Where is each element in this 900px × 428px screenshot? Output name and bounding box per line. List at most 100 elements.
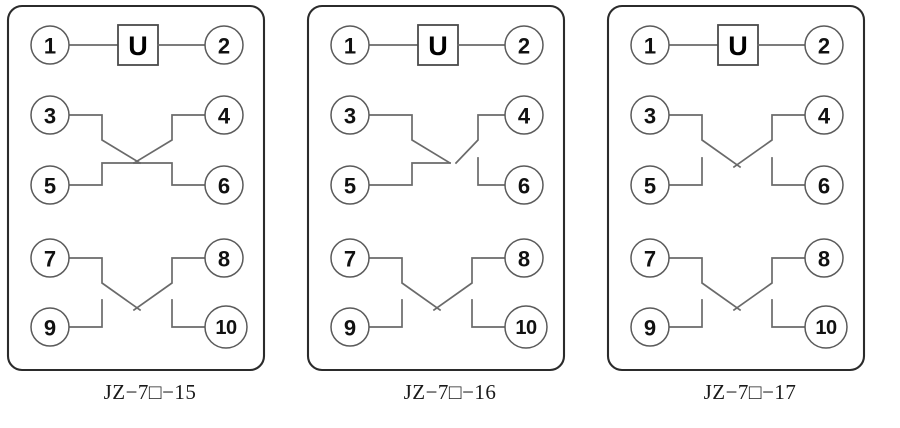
terminal-4-label: 4	[218, 104, 231, 129]
terminal-7-label: 7	[344, 247, 356, 272]
terminal-1-label: 1	[644, 34, 656, 59]
terminal-3-circle	[330, 95, 370, 135]
terminal-4[interactable]: 4	[804, 95, 844, 135]
terminal-2[interactable]: 2	[804, 25, 844, 65]
terminal-7-circle	[630, 238, 670, 278]
contact-upper-left-base	[67, 162, 141, 186]
contact-lower-left-base	[67, 299, 103, 328]
terminal-10[interactable]: 10	[504, 305, 548, 349]
relay-panel-3: U 1 2 3	[600, 0, 900, 428]
terminal-4-label: 4	[518, 104, 531, 129]
contact-upper-right-blade	[732, 114, 807, 169]
terminal-3-circle	[630, 95, 670, 135]
terminal-7[interactable]: 7	[30, 238, 70, 278]
terminal-1-circle	[330, 25, 370, 65]
terminal-9-circle	[330, 307, 370, 347]
terminal-4-circle	[804, 95, 844, 135]
terminal-8-circle	[204, 238, 244, 278]
terminal-7[interactable]: 7	[630, 238, 670, 278]
terminal-3[interactable]: 3	[330, 95, 370, 135]
terminal-4-circle	[504, 95, 544, 135]
terminal-8[interactable]: 8	[504, 238, 544, 278]
terminal-7[interactable]: 7	[330, 238, 370, 278]
contact-lower-left-base	[367, 299, 403, 328]
terminal-7-circle	[330, 238, 370, 278]
terminal-8-circle	[804, 238, 844, 278]
terminal-8[interactable]: 8	[204, 238, 244, 278]
relay-panel-2: U 1 2 3	[300, 0, 600, 428]
terminal-10-label: 10	[215, 317, 237, 339]
terminal-2-label: 2	[818, 34, 830, 59]
contact-upper-right-blade	[454, 114, 507, 165]
terminal-6-label: 6	[518, 174, 530, 199]
coil-box	[417, 24, 459, 66]
contact-upper-right-base	[477, 157, 507, 186]
terminal-10-circle	[504, 305, 548, 349]
terminal-3[interactable]: 3	[30, 95, 70, 135]
terminal-9-circle	[30, 307, 70, 347]
terminal-8-label: 8	[518, 247, 530, 272]
terminal-3-label: 3	[644, 104, 656, 129]
contact-upper-right-base	[771, 157, 807, 186]
terminal-5-label: 5	[344, 174, 356, 199]
terminal-2[interactable]: 2	[204, 25, 244, 65]
terminal-2[interactable]: 2	[504, 25, 544, 65]
terminal-3-label: 3	[44, 104, 56, 129]
relay-diagram-3: U 1 2 3	[606, 4, 866, 372]
terminal-5[interactable]: 5	[630, 165, 670, 205]
terminal-7-circle	[30, 238, 70, 278]
terminal-6[interactable]: 6	[204, 165, 244, 205]
terminal-3-circle	[30, 95, 70, 135]
relay-diagram-1: U 1 2 3	[6, 4, 266, 372]
terminal-1[interactable]: 1	[330, 25, 370, 65]
contact-upper-right-base	[133, 162, 207, 186]
terminal-5-circle	[630, 165, 670, 205]
terminal-10[interactable]: 10	[204, 305, 248, 349]
terminal-6-circle	[804, 165, 844, 205]
terminal-6-label: 6	[218, 174, 230, 199]
terminal-8-label: 8	[218, 247, 230, 272]
terminal-4-label: 4	[818, 104, 831, 129]
contact-lower-left-blade	[67, 257, 142, 312]
coil-label: U	[428, 31, 448, 61]
terminal-10[interactable]: 10	[804, 305, 848, 349]
contact-upper-left-blade	[667, 114, 742, 169]
terminal-5[interactable]: 5	[30, 165, 70, 205]
contact-lower-right-base	[771, 299, 807, 328]
terminal-6[interactable]: 6	[504, 165, 544, 205]
terminal-3[interactable]: 3	[630, 95, 670, 135]
terminal-2-label: 2	[218, 34, 230, 59]
terminal-2-circle	[204, 25, 244, 65]
terminal-2-circle	[504, 25, 544, 65]
terminal-9[interactable]: 9	[330, 307, 370, 347]
terminal-9-label: 9	[344, 316, 356, 341]
panel-caption-3: JZ−7□−17	[703, 380, 797, 404]
terminal-1[interactable]: 1	[30, 25, 70, 65]
terminal-2-circle	[804, 25, 844, 65]
terminal-5-label: 5	[44, 174, 56, 199]
terminal-1[interactable]: 1	[630, 25, 670, 65]
contact-lower-left-base	[667, 299, 703, 328]
terminal-9[interactable]: 9	[630, 307, 670, 347]
terminal-6[interactable]: 6	[804, 165, 844, 205]
contact-upper-left-blade	[367, 114, 452, 165]
terminal-4[interactable]: 4	[504, 95, 544, 135]
terminal-5[interactable]: 5	[330, 165, 370, 205]
contact-upper-left-base	[667, 157, 703, 186]
terminal-3-label: 3	[344, 104, 356, 129]
relay-case-outline	[6, 4, 266, 372]
contact-upper-left-base	[367, 162, 451, 186]
terminal-10-circle	[804, 305, 848, 349]
contact-lower-right-base	[471, 299, 507, 328]
terminal-6-circle	[504, 165, 544, 205]
contact-lower-right-base	[171, 299, 207, 328]
terminal-1-label: 1	[344, 34, 356, 59]
terminal-9[interactable]: 9	[30, 307, 70, 347]
panel-caption-1: JZ−7□−15	[103, 380, 197, 404]
coil-box	[117, 24, 159, 66]
terminal-9-circle	[630, 307, 670, 347]
terminal-8[interactable]: 8	[804, 238, 844, 278]
terminal-4[interactable]: 4	[204, 95, 244, 135]
contact-lower-right-blade	[732, 257, 807, 312]
